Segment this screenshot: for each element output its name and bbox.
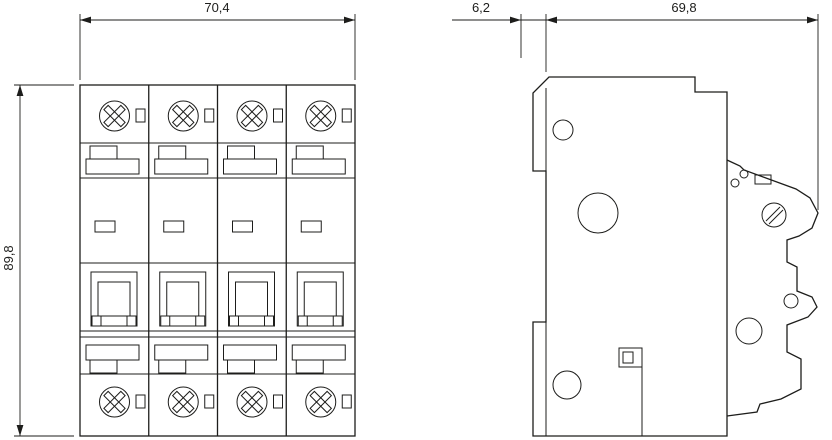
height-dimension-label: 89,8 [1,245,16,270]
arrowhead [16,85,24,96]
din-clip-pin [783,293,799,309]
terminal-pin-small [730,178,740,188]
width-dimension-label: 70,4 [204,0,229,15]
pole-4 [291,98,352,420]
din-clip-pivot [735,317,763,345]
arrowhead [16,425,24,436]
arrowhead [807,16,818,24]
depth-dimension-label: 69,8 [671,0,696,15]
rear-terminal-and-clip-outline [726,159,819,417]
arrowhead [344,16,355,24]
arrowhead [510,16,521,24]
gap-dimension-label: 6,2 [472,0,490,15]
side-view [532,76,819,437]
mounting-hole-bottom [552,370,582,400]
side-terminal-screw [761,202,787,228]
side-body-outline [532,76,728,437]
latch-detail [618,347,643,436]
arrowhead [80,16,91,24]
depth-dimension: 69,8 [546,0,819,210]
terminal-pin-small [739,169,749,179]
mounting-hole-top [552,119,574,141]
width-dimension: 70,4 [79,0,356,80]
gap-dimension: 6,2 [452,0,557,72]
pole-1 [85,98,146,420]
terminal-opening [754,174,772,185]
front-view [79,84,356,437]
pole-3 [223,98,283,420]
height-dimension: 89,8 [1,84,74,437]
pole-2 [154,98,215,420]
mounting-hole-middle [577,192,619,234]
